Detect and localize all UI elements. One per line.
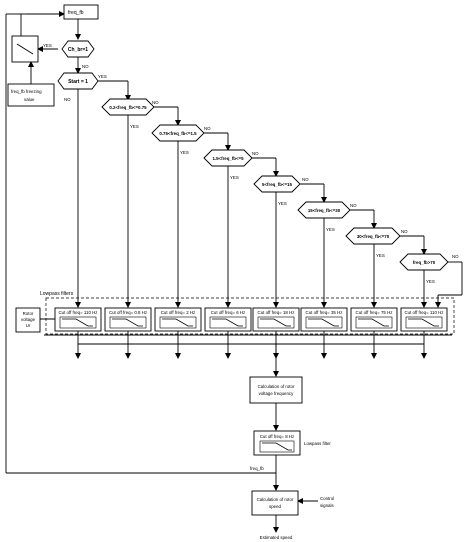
freq-fb-box [63, 4, 99, 20]
decision-start [57, 72, 99, 90]
final-filter-label: Cut off freq= 8 Hz [260, 434, 294, 439]
freezing-value-line1: freq_fb freezing [11, 89, 42, 94]
filter-response-icon [109, 316, 147, 329]
decision-range-1 [101, 98, 155, 116]
lowpass-filter-5-label: Cut off freq= 18 Hz [258, 310, 295, 315]
lowpass-filter-8-label: Cut off freq= 110 Hz [404, 310, 443, 315]
connector-lines [5, 11, 463, 533]
lowpass-curve [212, 318, 243, 327]
edge-no-range-7: NO [452, 254, 459, 259]
edge-no-range-6: NO [401, 229, 408, 234]
lowpass-curve [308, 318, 339, 327]
rotor-voltage-line1: Rotor [23, 311, 34, 316]
edge-no-range-3: NO [252, 151, 259, 156]
edge-yes-range-2: YES [180, 150, 189, 155]
decision-range-3 [203, 149, 253, 167]
lowpass-curve [162, 318, 193, 327]
rotor-voltage-line3: Ur [26, 323, 31, 328]
edge-yes-start: YES [98, 74, 107, 79]
filter-response-icon [355, 316, 393, 329]
freq-fb-label: freq_fb [68, 10, 84, 16]
edge-yes-range-1: YES [130, 124, 139, 129]
lowpass-curve [112, 318, 143, 327]
decision-range-7 [399, 253, 449, 271]
lowpass-filter-2-label: Cut off freq= 0.8 Hz [109, 310, 147, 315]
range-4-label: 5<freq_fb<=15 [262, 182, 292, 187]
range-3-label: 1.5<freq_fb<=5 [212, 156, 244, 161]
control-signals-line2: signals [320, 503, 334, 508]
range-2-label: 0.75<freq_fb<=1.5 [159, 131, 197, 136]
filter-response-icon [159, 316, 197, 329]
edge-no-range-2: NO [204, 126, 211, 131]
filter-response-icon [305, 316, 343, 329]
lowpass-filter-4-label: Cut off freq= 6 Hz [211, 310, 245, 315]
decision-range-6 [345, 227, 401, 245]
filter-response-icon [209, 316, 247, 329]
edge-yes-range-4: YES [278, 201, 287, 206]
lowpass-filter-3-label: Cut off freq= 2 Hz [161, 310, 195, 315]
ch-br-label: Ch_br=1 [68, 47, 88, 53]
lowpass-filter-boxes: Cut off freq= 110 Hz Cut off freq= 0.8 Hz… [54, 307, 448, 332]
filter-response-icon [59, 316, 97, 329]
calc-voltage-frequency-line1: Calculation of rotor [258, 384, 295, 389]
range-6-label: 30<freq_fb<=70 [357, 234, 390, 239]
lowpass-filters-label: Lowpass filters [40, 291, 74, 297]
lowpass-filter-1-label: Cut off freq= 110 Hz [58, 310, 97, 315]
switch-icon [16, 43, 34, 55]
lowpass-curve [358, 318, 389, 327]
lowpass-curve [408, 318, 439, 327]
lowpass-filters-group [45, 297, 455, 335]
freezing-value-line2: value [24, 97, 35, 102]
lowpass-filter-7-label: Cut off freq= 75 Hz [356, 310, 393, 315]
calc-rotor-speed-line2: speed [269, 504, 282, 509]
rotor-voltage-line2: voltage [21, 317, 36, 322]
calc-voltage-frequency-line2: voltage frequency [259, 391, 294, 396]
calc-rotor-speed-line1: Calculation of rotor [257, 497, 294, 502]
edge-no-start: NO [64, 97, 71, 102]
decision-ch-br [61, 40, 95, 58]
lowpass-curve [62, 318, 93, 327]
edge-yes-range-7: YES [426, 279, 435, 284]
lowpass-curve [260, 318, 291, 327]
lowpass-filter-6-label: Cut off freq= 35 Hz [306, 310, 343, 315]
calc-voltage-frequency-box [249, 376, 303, 404]
edge-no-range-5: NO [350, 203, 357, 208]
lowpass-filter-label: Lowpass filter [304, 441, 331, 446]
edge-no-range-1: NO [152, 100, 159, 105]
start-label: Start = 1 [68, 79, 88, 85]
edge-no-chbr: NO [82, 64, 89, 69]
calc-rotor-speed-box [251, 490, 299, 516]
edge-yes-range-5: YES [326, 227, 335, 232]
decision-range-2 [151, 124, 205, 142]
decision-range-5 [297, 201, 351, 219]
control-signals-line1: Control [320, 496, 334, 501]
estimated-speed-label: Estimated speed [260, 535, 293, 540]
edge-no-range-4: NO [302, 177, 309, 182]
final-filter-response-icon [259, 440, 295, 453]
rotor-voltage-box [15, 307, 41, 333]
edge-yes-range-3: YES [230, 175, 239, 180]
filter-response-icon [405, 316, 443, 329]
freq-fb-feedback-label: freq_fb [250, 466, 264, 471]
range-1-label: 0.2<freq_fb<=0.75 [109, 105, 147, 110]
edge-yes-range-6: YES [376, 253, 385, 258]
range-5-label: 15<freq_fb<=30 [308, 208, 341, 213]
range-7-label: freq_fb>70 [413, 260, 436, 265]
decision-range-4 [253, 175, 301, 193]
filter-response-icon [257, 316, 295, 329]
freezing-value-box [7, 83, 55, 107]
edge-yes-chbr: YES [43, 43, 52, 48]
